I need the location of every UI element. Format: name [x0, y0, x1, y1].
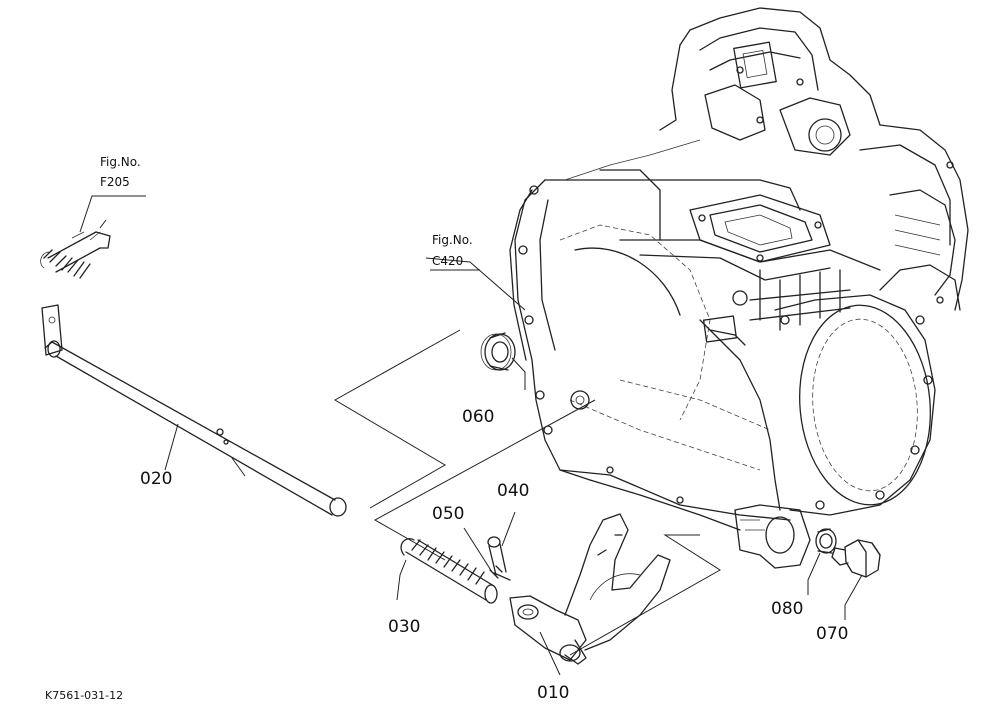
part-number-030: 030	[388, 617, 420, 637]
part-number-040: 040	[497, 481, 529, 501]
part-number-020: 020	[140, 469, 172, 489]
part-number-070: 070	[816, 624, 848, 644]
assembly-leader-lines	[333, 257, 721, 656]
fig-ref-c420-line2: C420	[432, 254, 463, 268]
part-f205-spring	[40, 195, 146, 279]
fig-ref-c420-line1: Fig.No.	[432, 233, 473, 247]
fig-ref-f205-line2: F205	[100, 175, 130, 189]
part-080-washer	[807, 528, 837, 595]
part-number-010: 010	[537, 683, 569, 703]
part-number-060: 060	[462, 407, 494, 427]
transmission-housing	[509, 7, 969, 569]
part-060-bearing	[480, 332, 526, 390]
part-030-spring	[396, 538, 498, 604]
part-040-pin	[487, 511, 516, 581]
part-070-plug	[831, 539, 881, 620]
part-number-050: 050	[432, 504, 464, 524]
part-010-shift-fork	[509, 513, 671, 676]
part-number-080: 080	[771, 599, 803, 619]
part-050-clip	[463, 527, 503, 579]
part-020-shaft	[41, 304, 347, 517]
fig-ref-f205-line1: Fig.No.	[100, 155, 141, 169]
drawing-code: K7561-031-12	[45, 689, 123, 702]
